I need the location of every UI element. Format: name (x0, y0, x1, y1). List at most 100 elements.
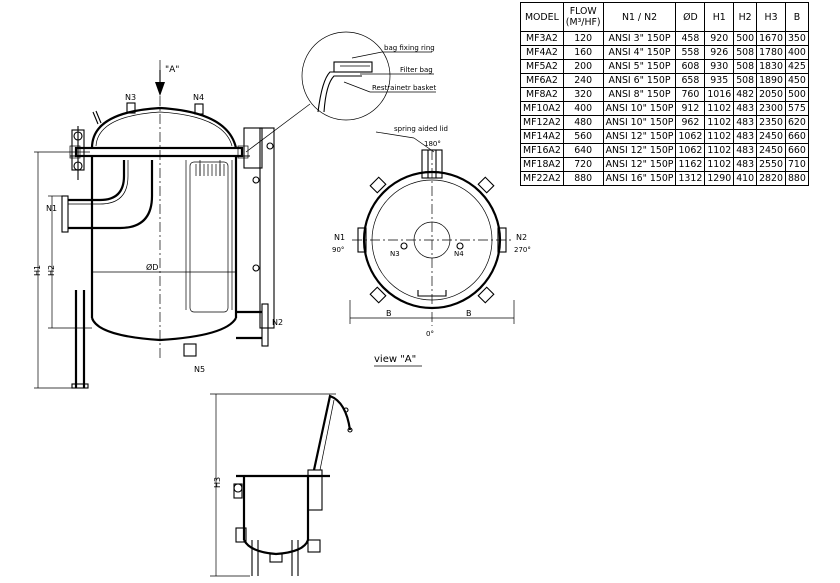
table-cell: 920 (704, 31, 735, 46)
table-cell: 2300 (756, 101, 786, 116)
col-flow: FLOW(M³/HF) (562, 2, 604, 32)
table-cell: 660 (784, 143, 809, 158)
h2-label: H2 (47, 265, 56, 276)
table-cell: 508 (733, 59, 758, 74)
model-spec-table: MODEL FLOW(M³/HF) N1 / N2 ØD H1 H2 H3 B … (520, 2, 809, 186)
basket-top-hatch (195, 164, 225, 176)
table-cell: 962 (675, 115, 706, 130)
table-cell: 1102 (704, 115, 735, 130)
table-cell: 508 (733, 73, 758, 88)
table-cell: 160 (562, 45, 604, 60)
table-cell: 500 (784, 87, 809, 102)
table-cell: 575 (784, 101, 809, 116)
table-cell: 483 (733, 143, 758, 158)
table-cell: 1016 (704, 87, 735, 102)
table-cell: MF3A2 (520, 31, 564, 46)
table-cell: 400 (784, 45, 809, 60)
view-arrow-label: "A" (165, 65, 179, 75)
deg-180-label: 180° (424, 140, 441, 148)
table-cell: 458 (675, 31, 706, 46)
top-n3-label: N3 (390, 250, 400, 258)
od-label: ØD (146, 262, 158, 272)
lid-open-view: H3 (210, 393, 353, 577)
table-cell: 350 (784, 31, 809, 46)
table-cell: 2550 (756, 157, 786, 172)
col-n1-n2: N1 / N2 (602, 2, 677, 32)
table-cell: 620 (784, 115, 809, 130)
table-cell: 1102 (704, 157, 735, 172)
table-cell: 935 (704, 73, 735, 88)
table-cell: 2350 (756, 115, 786, 130)
table-header-row: MODEL FLOW(M³/HF) N1 / N2 ØD H1 H2 H3 B (520, 2, 809, 32)
table-cell: 2050 (756, 87, 786, 102)
col-model: MODEL (520, 2, 564, 32)
table-cell: 425 (784, 59, 809, 74)
table-cell: 1062 (675, 143, 706, 158)
top-n2-label: N2 (516, 233, 527, 242)
table-cell: 120 (562, 31, 604, 46)
table-cell: 483 (733, 101, 758, 116)
table-cell: 1102 (704, 129, 735, 144)
n4-label: N4 (193, 93, 204, 102)
table-cell: 1102 (704, 101, 735, 116)
table-cell: 2450 (756, 143, 786, 158)
detail-callout: bag fixing ring Filter bag Restrainetr b… (245, 31, 436, 153)
table-cell: 1780 (756, 45, 786, 60)
table-cell: 200 (562, 59, 604, 74)
top-n1-label: N1 (334, 233, 345, 242)
table-cell: ANSI 12" 150P (602, 143, 677, 158)
spring-aided-lid-label: spring aided lid (394, 125, 448, 133)
table-cell: 930 (704, 59, 735, 74)
table-cell: 483 (733, 157, 758, 172)
table-cell: 1290 (704, 171, 735, 186)
table-cell: 482 (733, 87, 758, 102)
top-view: 180° spring aided lid N3 N4 N1 90° N2 27… (332, 125, 531, 367)
table-cell: 1312 (675, 171, 706, 186)
table-cell: 483 (733, 129, 758, 144)
table-cell: 400 (562, 101, 604, 116)
table-cell: 880 (562, 171, 604, 186)
table-cell: ANSI 10" 150P (602, 101, 677, 116)
table-cell: 660 (784, 129, 809, 144)
col-h2: H2 (733, 2, 758, 32)
table-cell: 608 (675, 59, 706, 74)
table-cell: 1890 (756, 73, 786, 88)
col-od: ØD (675, 2, 706, 32)
table-cell: 912 (675, 101, 706, 116)
table-cell: MF10A2 (520, 101, 564, 116)
table-cell: ANSI 6" 150P (602, 73, 677, 88)
table-cell: 240 (562, 73, 604, 88)
side-view: "A" N3 N4 (33, 60, 283, 389)
table-cell: 1830 (756, 59, 786, 74)
view-a-label: view "A" (374, 354, 416, 365)
table-cell: ANSI 12" 150P (602, 157, 677, 172)
table-cell: MF22A2 (520, 171, 564, 186)
table-cell: MF8A2 (520, 87, 564, 102)
table-cell: 710 (784, 157, 809, 172)
top-n4-label: N4 (454, 250, 464, 258)
table-cell: MF12A2 (520, 115, 564, 130)
deg-90-label: 90° (332, 246, 344, 254)
deg-270-label: 270° (514, 246, 531, 254)
table-cell: ANSI 16" 150P (602, 171, 677, 186)
table-cell: MF5A2 (520, 59, 564, 74)
table-cell: 2820 (756, 171, 786, 186)
table-cell: 720 (562, 157, 604, 172)
table-cell: ANSI 10" 150P (602, 115, 677, 130)
h1-label: H1 (33, 265, 42, 276)
n1-label: N1 (46, 204, 57, 213)
col-h1: H1 (704, 2, 735, 32)
table-cell: MF14A2 (520, 129, 564, 144)
restrainer-basket-label: Restrainetr basket (372, 84, 436, 92)
n3-label: N3 (125, 93, 136, 102)
